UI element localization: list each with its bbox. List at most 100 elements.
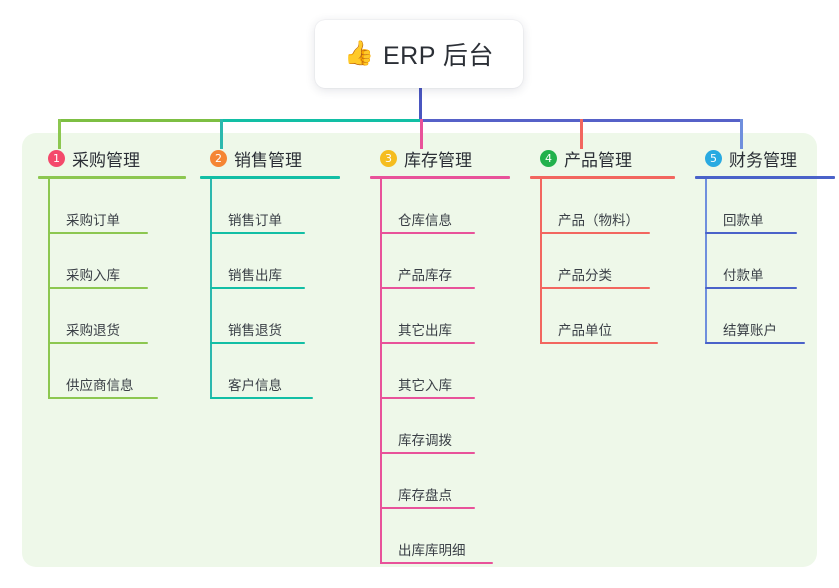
- branch-index-badge: 5: [705, 149, 722, 167]
- thumbs-up-emoji: 👍: [344, 40, 374, 67]
- branch-item-list: 回款单付款单结算账户: [695, 179, 835, 344]
- branch-item[interactable]: 回款单: [705, 179, 835, 234]
- branch-index-badge: 1: [48, 149, 65, 167]
- branch-item[interactable]: 产品分类: [540, 234, 675, 289]
- root-drop-line: [419, 88, 422, 122]
- branch-item-label: 供应商信息: [66, 378, 134, 393]
- branch-item[interactable]: 库存调拨: [380, 399, 510, 454]
- branch-item[interactable]: 销售退货: [210, 289, 340, 344]
- branch-item-label: 结算账户: [723, 323, 777, 338]
- branch-header-1[interactable]: 1 采购管理: [38, 146, 186, 170]
- column-drop-line-2: [220, 119, 223, 149]
- root-node-content: 👍 ERP 后台: [344, 36, 494, 72]
- bus-segment-teal: [220, 119, 423, 122]
- branch-item-label: 销售退货: [228, 323, 282, 338]
- root-node-card[interactable]: 👍 ERP 后台: [315, 20, 523, 88]
- branch-trunk-line: [705, 179, 707, 344]
- branch-item[interactable]: 库存盘点: [380, 454, 510, 509]
- column-drop-line-1: [58, 119, 61, 149]
- content-panel: [22, 133, 817, 567]
- branch-item-label: 付款单: [723, 268, 764, 283]
- branch-title: 财务管理: [729, 150, 797, 170]
- branch-item[interactable]: 其它入库: [380, 344, 510, 399]
- branch-item-label: 客户信息: [228, 378, 282, 393]
- column-drop-line-5: [740, 119, 743, 149]
- branch-trunk-line: [380, 179, 382, 564]
- branch-title: 采购管理: [72, 150, 140, 170]
- branch-item[interactable]: 采购退货: [48, 289, 186, 344]
- branch-item-label: 产品单位: [558, 323, 612, 338]
- branch-item-rule: [540, 232, 650, 234]
- branch-item[interactable]: 产品库存: [380, 234, 510, 289]
- branch-item-label: 销售订单: [228, 213, 282, 228]
- column-drop-line-4: [580, 119, 583, 149]
- branch-item-list: 仓库信息产品库存其它出库其它入库库存调拨库存盘点出库库明细: [370, 179, 510, 564]
- branch-item[interactable]: 产品单位: [540, 289, 675, 344]
- branch-header-5[interactable]: 5 财务管理: [695, 146, 835, 170]
- branch-item-rule: [380, 342, 475, 344]
- branch-item-label: 其它出库: [398, 323, 452, 338]
- branch-item-label: 出库库明细: [398, 543, 466, 558]
- branch-column-1: 1 采购管理采购订单采购入库采购退货供应商信息: [38, 146, 186, 399]
- branch-item-label: 回款单: [723, 213, 764, 228]
- branch-item-rule: [48, 342, 148, 344]
- branch-item-rule: [540, 342, 658, 344]
- branch-item-label: 库存盘点: [398, 488, 452, 503]
- branch-item-label: 其它入库: [398, 378, 452, 393]
- branch-title: 库存管理: [404, 150, 472, 170]
- branch-column-3: 3 库存管理仓库信息产品库存其它出库其它入库库存调拨库存盘点出库库明细: [370, 146, 510, 564]
- branch-item-label: 产品分类: [558, 268, 612, 283]
- branch-item[interactable]: 采购入库: [48, 234, 186, 289]
- branch-trunk-line: [48, 179, 50, 399]
- branch-item[interactable]: 采购订单: [48, 179, 186, 234]
- branch-title: 销售管理: [234, 150, 302, 170]
- branch-item-rule: [210, 287, 305, 289]
- branch-item-rule: [705, 342, 805, 344]
- branch-item-list: 产品（物料） 产品分类产品单位: [530, 179, 675, 344]
- branch-item-rule: [380, 452, 475, 454]
- branch-item-rule: [210, 342, 305, 344]
- branch-item-rule: [210, 232, 305, 234]
- branch-item-rule: [380, 287, 475, 289]
- branch-item-label: 采购订单: [66, 213, 120, 228]
- branch-item-label: 仓库信息: [398, 213, 452, 228]
- branch-item-rule: [705, 287, 797, 289]
- branch-header-rule: [370, 176, 510, 179]
- branch-item[interactable]: 销售订单: [210, 179, 340, 234]
- branch-item-rule: [380, 562, 493, 564]
- branch-item[interactable]: 付款单: [705, 234, 835, 289]
- branch-header-rule: [38, 176, 186, 179]
- branch-item-rule: [705, 232, 797, 234]
- branch-item-label: 产品库存: [398, 268, 452, 283]
- branch-item-rule: [210, 397, 313, 399]
- branch-trunk-line: [210, 179, 212, 399]
- page-title: ERP 后台: [382, 42, 494, 70]
- branch-item-label: 产品（物料）: [558, 213, 639, 228]
- branch-item-rule: [380, 232, 475, 234]
- branch-item-label: 销售出库: [228, 268, 282, 283]
- branch-item-rule: [48, 232, 148, 234]
- branch-item-rule: [380, 397, 475, 399]
- branch-item-list: 销售订单销售出库销售退货客户信息: [200, 179, 340, 399]
- branch-item[interactable]: 仓库信息: [380, 179, 510, 234]
- branch-item[interactable]: 供应商信息: [48, 344, 186, 399]
- column-drop-line-3: [420, 119, 423, 149]
- branch-item-rule: [380, 507, 475, 509]
- branch-header-3[interactable]: 3 库存管理: [370, 146, 510, 170]
- branch-item[interactable]: 产品（物料）: [540, 179, 675, 234]
- branch-header-rule: [530, 176, 675, 179]
- branch-index-badge: 3: [380, 149, 397, 167]
- branch-item-label: 采购退货: [66, 323, 120, 338]
- branch-item[interactable]: 销售出库: [210, 234, 340, 289]
- bus-segment-green: [58, 119, 223, 122]
- branch-item[interactable]: 结算账户: [705, 289, 835, 344]
- branch-item[interactable]: 其它出库: [380, 289, 510, 344]
- branch-item-rule: [48, 287, 148, 289]
- branch-item[interactable]: 出库库明细: [380, 509, 510, 564]
- branch-item-label: 采购入库: [66, 268, 120, 283]
- branch-item[interactable]: 客户信息: [210, 344, 340, 399]
